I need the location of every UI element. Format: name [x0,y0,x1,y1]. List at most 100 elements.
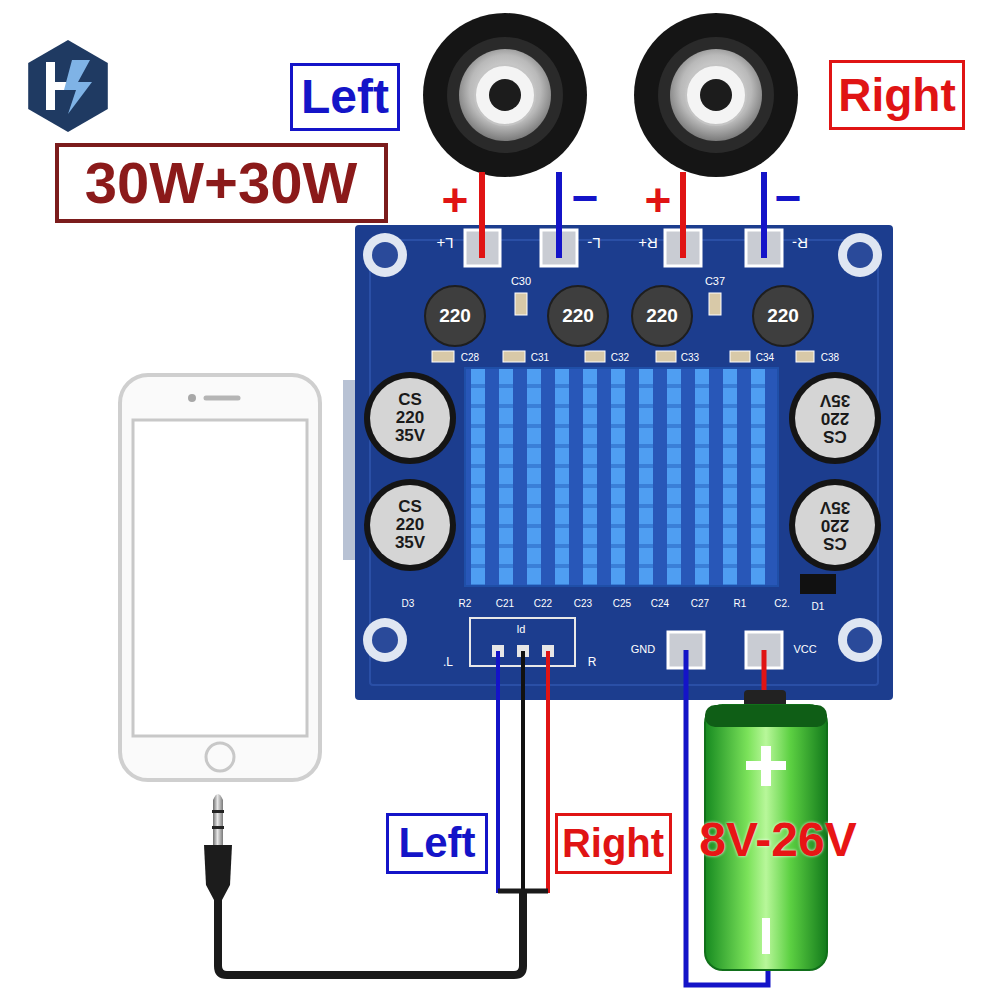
speaker-wire [680,172,686,258]
mounting-hole [847,242,873,268]
terminal-label: R- [792,235,808,251]
mounting-hole [372,242,398,268]
audio-jack-tip [213,794,223,845]
battery-top [705,705,827,727]
cable-junction [498,889,548,894]
polarity-sign: + [442,176,469,224]
speaker [423,13,587,177]
component-label: C32 [611,353,629,364]
speaker-dome [686,65,746,125]
audio-jack-handle [204,845,232,900]
electrolytic-capacitor [364,372,456,464]
phone-screen [133,420,307,736]
input-label-box: Left [386,813,488,874]
phone-earpiece [206,396,238,401]
pin-label: VCC [793,644,816,656]
smd-capacitor [730,351,750,362]
smd-capacitor [709,293,721,315]
signal-wire [496,651,500,893]
component-label: C24 [651,599,669,610]
connector-label: ld [517,624,526,636]
signal-wire [546,651,550,893]
inductor [548,286,608,346]
capacitor-marking: CS 220 35V [386,498,434,552]
box-text: Right [838,70,956,121]
component-label: R2 [459,599,472,610]
component-label: C31 [531,353,549,364]
inductor [425,286,485,346]
heatsink-base [343,380,357,560]
inductor [753,286,813,346]
component-label: C21 [496,599,514,610]
component-label: C37 [705,276,725,288]
component-label: C23 [574,599,592,610]
mounting-hole [363,618,407,662]
component-label: C33 [681,353,699,364]
speaker-dome [475,65,535,125]
polarity-sign: − [572,174,599,222]
electrolytic-capacitor [364,479,456,571]
speaker-cone [459,49,551,141]
phone [120,375,320,780]
component-label: C2. [774,599,790,610]
capacitor-top [370,378,450,458]
smd-capacitor [585,351,605,362]
smd-capacitor [656,351,676,362]
capacitor-top [370,485,450,565]
box-text: 30W+30W [85,151,357,215]
component-label: C38 [821,353,839,364]
diode [800,574,836,594]
speaker-frame [658,37,774,153]
channel-label-box: Left [290,63,400,131]
smd-capacitor [515,293,527,315]
terminal-label: L+ [436,235,453,251]
inductor [632,286,692,346]
inductor-marking: 220 [646,306,678,326]
pin-label: GND [631,644,655,656]
heatsink [465,368,778,586]
board-trace [370,240,878,685]
phone-camera [188,394,196,402]
channel-label-box: Right [829,60,965,130]
pin-label: .L [443,656,453,669]
speaker [634,13,798,177]
mounting-hole [363,233,407,277]
inductor-marking: 220 [767,306,799,326]
inductor-marking: 220 [562,306,594,326]
speaker-center [489,79,521,111]
box-text: Left [301,71,389,124]
speaker-frame [447,37,563,153]
box-text: Left [399,820,476,866]
voltage-label: 8V-26V [699,815,856,865]
component-label: C28 [461,353,479,364]
component-label: C34 [756,353,774,364]
capacitor-top [795,485,875,565]
smd-capacitor [503,351,525,362]
speaker-wire [479,172,485,258]
capacitor-marking: CS 220 35V [811,498,859,552]
component-label: D1 [812,602,825,613]
terminal-label: L- [587,235,600,251]
component-label: C22 [534,599,552,610]
polarity-sign: + [645,176,672,224]
logo-mark [46,62,55,110]
mounting-hole [838,618,882,662]
speaker-cone [670,49,762,141]
component-label: C27 [691,599,709,610]
audio-jack-ring [212,826,224,829]
terminal-label: R+ [638,235,658,251]
box-text: Right [562,821,664,865]
power-rating-box: 30W+30W [55,143,388,223]
input-label-box: Right [555,813,672,874]
battery-minus-symbol [762,918,770,954]
capacitor-marking: CS 220 35V [811,391,859,445]
logo-bolt [64,60,92,114]
mounting-hole [847,627,873,653]
electrolytic-capacitor [789,372,881,464]
smd-capacitor [796,351,814,362]
signal-wire [521,651,525,893]
audio-jack-ring [212,810,224,813]
speaker-center [700,79,732,111]
capacitor-marking: CS 220 35V [386,391,434,445]
